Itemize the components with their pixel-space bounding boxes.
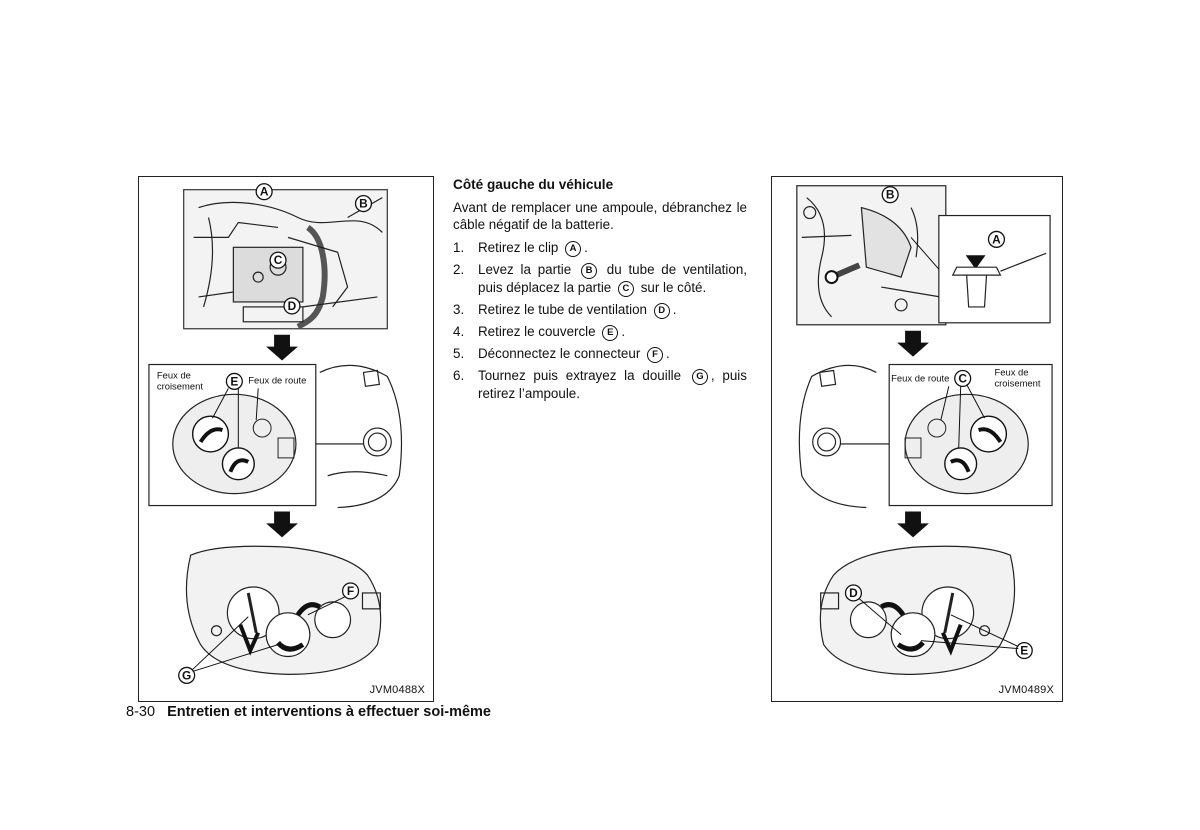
right-illustration-drawing: B A Feux de route Feu bbox=[796, 185, 1053, 675]
step-number: 2. bbox=[453, 262, 465, 277]
headlamp-unit-sketch bbox=[819, 545, 1016, 675]
callout-e-left: E bbox=[230, 374, 238, 388]
step-item: 3. Retirez le tube de ventilation D. bbox=[453, 301, 747, 319]
footer-section-title: Entretien et interventions à effectuer s… bbox=[167, 704, 491, 720]
callout-badge: A bbox=[565, 241, 582, 257]
figure-code-left: JVM0488X bbox=[369, 684, 425, 696]
callout-b-left: B bbox=[359, 197, 368, 211]
clip-sketch bbox=[951, 252, 1047, 308]
label-feux-croisement-left-1: Feux de bbox=[157, 369, 191, 380]
callout-badge: D bbox=[653, 303, 670, 319]
headlamp-unit-sketch bbox=[185, 545, 382, 675]
label-feux-croisement-right-2: croisement bbox=[994, 377, 1040, 388]
callout-badge: B bbox=[581, 263, 597, 279]
down-arrow-icon bbox=[897, 330, 929, 357]
callout-badge: G bbox=[691, 369, 708, 385]
step-text-end: . bbox=[672, 302, 677, 317]
step-text-end: . bbox=[666, 346, 670, 361]
instructions-column: Côté gauche du véhicule Avant de remplac… bbox=[453, 176, 747, 406]
step-item: 2. Levez la partie B du tube de ventilat… bbox=[453, 261, 747, 297]
step-text: Retirez le tube de ventilation bbox=[478, 302, 647, 317]
figure-code-right: JVM0489X bbox=[998, 684, 1054, 696]
step-text: Retirez le clip bbox=[478, 240, 559, 255]
callout-badge: E bbox=[602, 325, 619, 341]
callout-b-right: B bbox=[886, 188, 895, 202]
down-arrow-icon bbox=[266, 511, 298, 538]
intro-paragraph: Avant de remplacer une ampoule, débranch… bbox=[453, 200, 747, 232]
step-number: 4. bbox=[453, 324, 465, 339]
step-item: 4. Retirez le couvercle E. bbox=[453, 323, 747, 341]
callout-c-left: C bbox=[274, 253, 283, 267]
callout-c-right: C bbox=[958, 371, 967, 385]
steps-list: 1. Retirez le clip A. 2. Levez la partie… bbox=[453, 239, 747, 402]
left-illustration-drawing: A B C D Feux de croisement Feux de route… bbox=[148, 183, 403, 684]
step-text-mid: du tube de ventilation, puis déplacez la… bbox=[478, 262, 747, 295]
step-item: 1. Retirez le clip A. bbox=[453, 239, 747, 257]
car-front-sketch bbox=[798, 364, 877, 509]
callout-d-left: D bbox=[288, 299, 297, 313]
label-feux-croisement-left-2: croisement bbox=[157, 380, 203, 391]
step-text: Tournez puis extrayez la douille bbox=[478, 368, 682, 383]
down-arrow-icon bbox=[897, 511, 929, 538]
down-arrow-icon bbox=[266, 334, 298, 361]
label-feux-route-right: Feux de route bbox=[891, 372, 949, 383]
callout-d-right: D bbox=[849, 586, 858, 600]
step-text: Déconnectez le connecteur bbox=[478, 346, 641, 361]
step-item: 6. Tournez puis extrayez la douille G, p… bbox=[453, 367, 747, 402]
step-number: 1. bbox=[453, 240, 465, 255]
callout-g-left: G bbox=[182, 668, 191, 682]
callout-badge: F bbox=[647, 347, 664, 363]
step-text: Retirez le couvercle bbox=[478, 324, 596, 339]
step-number: 3. bbox=[453, 302, 465, 317]
step-text-end: , puis retirez l’ampoule. bbox=[478, 368, 747, 401]
page-number: 8-30 bbox=[126, 704, 156, 720]
callout-a-left: A bbox=[260, 185, 269, 199]
left-illustration: A B C D Feux de croisement Feux de route… bbox=[138, 176, 434, 702]
callout-e-right: E bbox=[1020, 644, 1028, 658]
step-text-end: . bbox=[584, 240, 588, 255]
page-footer: 8-30 Entretien et interventions à effect… bbox=[126, 704, 491, 720]
step-text: Levez la partie bbox=[478, 262, 572, 277]
step-text-end: sur le côté. bbox=[640, 280, 707, 295]
step-number: 6. bbox=[453, 368, 465, 383]
step-item: 5. Déconnectez le connecteur F. bbox=[453, 345, 747, 363]
callout-a-right: A bbox=[992, 232, 1001, 246]
callout-badge: C bbox=[617, 281, 634, 297]
callout-f-left: F bbox=[347, 584, 354, 598]
step-text-end: . bbox=[621, 324, 626, 339]
car-front-sketch bbox=[319, 364, 403, 509]
vent-tube-sketch bbox=[796, 185, 947, 326]
headlamp-inset bbox=[888, 363, 1053, 507]
section-title: Côté gauche du véhicule bbox=[453, 177, 614, 192]
step-number: 5. bbox=[453, 346, 465, 361]
headlamp-inset bbox=[148, 363, 317, 507]
label-feux-route-left: Feux de route bbox=[248, 374, 306, 385]
right-illustration: B A Feux de route Feu bbox=[771, 176, 1063, 702]
label-feux-croisement-right-1: Feux de bbox=[994, 366, 1028, 377]
